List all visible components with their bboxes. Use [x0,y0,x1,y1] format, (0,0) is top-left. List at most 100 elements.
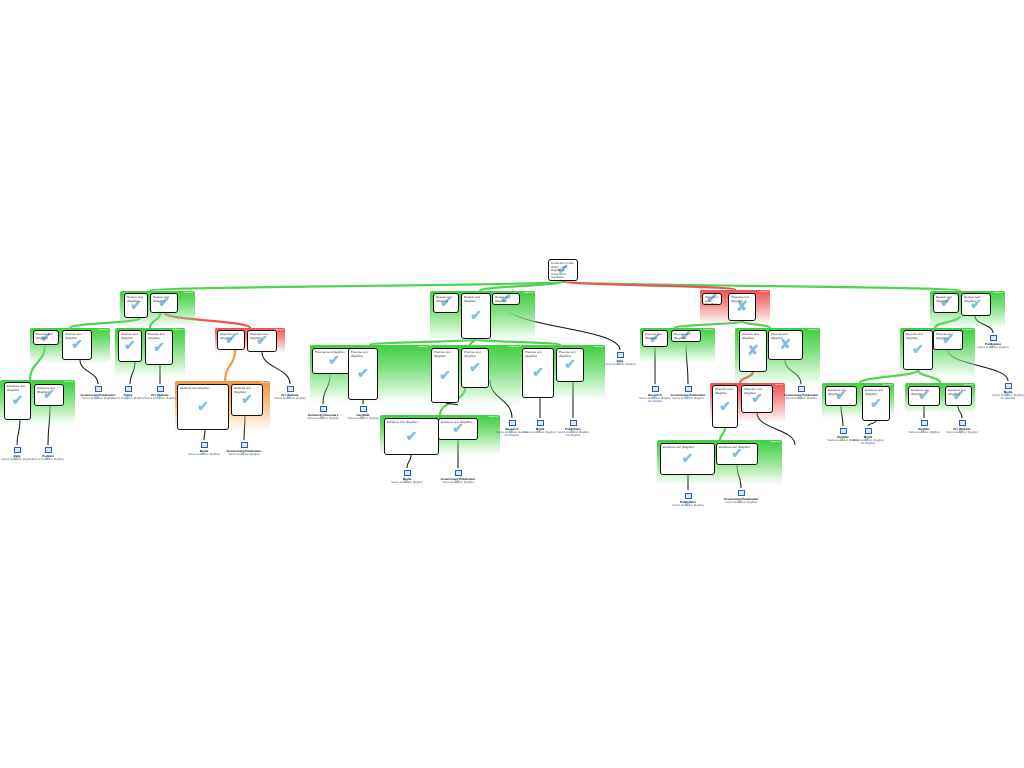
claim-node[interactable]: ✔Premise text (illegible) [461,348,489,388]
source-label: Media [199,449,209,453]
source-label: Government Publication [226,449,262,453]
claim-node[interactable]: ✔Premise text (illegible) [145,330,173,365]
claim-node[interactable]: ✔Evidence text (illegible) [716,443,758,465]
source-type-icon [13,447,21,453]
claim-node[interactable]: ✔Reason text (illegible) [492,293,520,305]
claim-node[interactable]: ✔Premise text (illegible) [671,330,701,342]
claim-node[interactable]: ✔Premise text (illegible) [933,330,963,350]
claim-text: Premise text (illegible) [906,332,923,340]
claim-node[interactable]: ✘Premise text (illegible) [739,330,767,372]
source-label: Research [505,427,519,431]
claim-text: Reason text (illegible) [964,295,981,303]
source-type-icon [864,428,872,434]
claim-node[interactable]: ✔Premise text (illegible) [642,330,668,347]
claim-node[interactable]: ✔Premise text (illegible) [556,348,584,382]
claim-node[interactable]: ✔Premise text (illegible) [522,348,554,398]
claim-text: Premise text (illegible) [351,350,368,358]
claim-node[interactable]: ✔Reason text (illegible) [124,293,148,318]
claim-node[interactable]: ✔Evidence text (illegible) [4,382,31,420]
source-type-icon [403,470,411,476]
check-icon: ✔ [40,330,52,345]
source-type-icon [454,470,462,476]
check-icon: ✔ [719,397,731,414]
claim-node[interactable]: ✔Premise text (illegible) [431,348,459,403]
source-link[interactable]: link (illegible) [1000,397,1016,400]
source-link[interactable]: link (illegible) [860,442,876,445]
claim-node[interactable]: ✔Premise text (illegible) [33,330,59,345]
claim-node[interactable]: ✔Reason text (illegible) [461,293,491,339]
claim-node[interactable]: ✔Reason text (illegible) [150,293,178,313]
claim-node[interactable]: ✔Objection text (illegible) [702,293,722,305]
claim-node[interactable]: ✘Premise text (illegible) [768,330,803,360]
claim-node[interactable]: ✔Evidence text (illegible) [438,418,478,440]
claim-node[interactable]: ✔Objection text (illegible) [217,330,245,350]
claim-node[interactable]: ✔Reason text (illegible) [433,293,459,313]
claim-text: Premise text (illegible) [148,332,165,340]
claim-node[interactable]: ✔Evidence text (illegible) [34,384,64,406]
claim-node[interactable]: ✔Evidence text (illegible) [825,386,857,406]
claim-text: Premise text (illegible) [559,350,576,358]
claim-node[interactable]: ✔Rebuttal text (illegible) [177,384,229,430]
cross-icon: ✘ [779,336,792,353]
claim-node[interactable]: ✘Objection text (illegible) [728,293,756,321]
claim-node[interactable]: ✔Rebuttal text (illegible) [231,384,263,416]
source-label: Blog [616,359,624,363]
claim-node[interactable]: ✔Premise text (illegible) [903,330,933,370]
claim-node[interactable]: ✔Evidence text (illegible) [384,418,439,455]
claim-node[interactable]: ✔Reason text (illegible) [961,293,991,316]
contention-node[interactable]: ✔Contention (main claim) – text illegibl… [548,259,578,281]
claim-node[interactable]: ✔Objection text (illegible) [712,385,738,428]
claim-text: Premise text (illegible) [464,350,481,358]
claim-node[interactable]: ✔Reason text (illegible) [933,293,959,313]
claim-node[interactable]: ✔Evidence text (illegible) [945,386,972,406]
claim-node[interactable]: ✔Evidence text (illegible) [862,386,890,421]
check-icon: ✔ [500,293,512,305]
source-description: Source description (illegible) [442,481,474,484]
claim-node[interactable]: ✔Evidence text (illegible) [660,443,715,475]
claim-node[interactable]: ✔Objection text (illegible) [741,385,773,413]
claim-node[interactable]: ✔Premise text (illegible) [118,330,142,362]
claim-node[interactable]: ✔Premise text (illegible) [62,330,92,360]
source-link[interactable]: link (illegible) [504,434,520,437]
source-description: Source description (illegible) [347,417,379,420]
group-tag: Opposing [759,291,768,293]
claim-node[interactable]: ✔Evidence text (illegible) [908,386,940,406]
source-description: Source description (illegible) [557,431,589,434]
source-link[interactable]: link (illegible) [565,434,581,437]
source-description: Source description (illegible) [946,431,978,434]
support-connector [718,427,727,441]
claim-node[interactable]: ✔Objection text (illegible) [247,330,277,352]
claim-node[interactable]: ✔Premise text (illegible) [312,348,356,374]
source-link[interactable]: link (illegible) [647,400,663,403]
claim-node[interactable]: ✔Premise text (illegible) [348,348,378,400]
source-label: Blog [13,454,21,458]
